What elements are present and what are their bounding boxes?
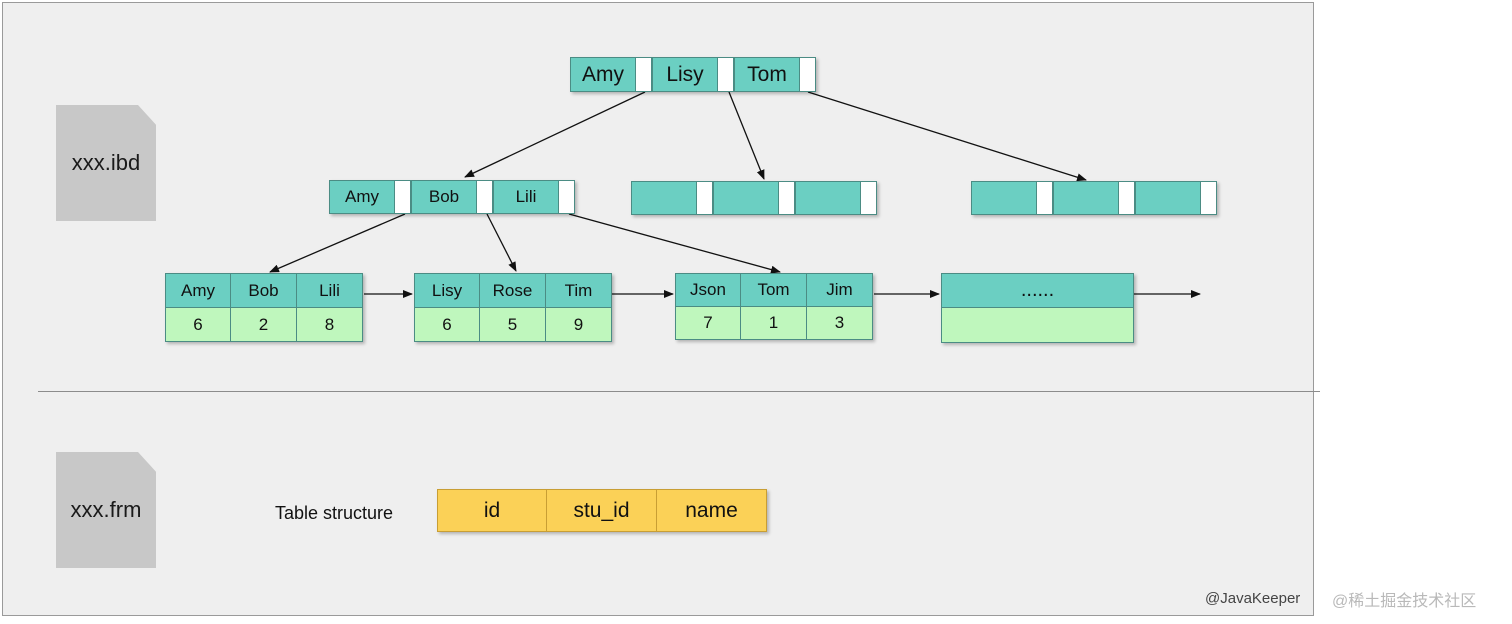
leaf-value: 2 xyxy=(231,308,297,342)
column-stu-id: stu_id xyxy=(547,489,657,532)
internal-key: Amy xyxy=(329,180,395,214)
internal-node: Amy Bob Lili xyxy=(329,180,575,214)
root-pointer xyxy=(718,57,734,92)
internal-pointer xyxy=(395,180,411,214)
leaf-key: Rose xyxy=(480,273,546,308)
column-id: id xyxy=(437,489,547,532)
column-name: name xyxy=(657,489,767,532)
leaf-value: 3 xyxy=(807,307,873,340)
author-watermark: @JavaKeeper xyxy=(1205,590,1301,607)
leaf-node-more: ...... xyxy=(941,273,1134,343)
leaf-value-empty xyxy=(941,308,1134,343)
leaf-key: Lili xyxy=(297,273,363,308)
root-to-middle-node-arrow xyxy=(728,91,765,180)
ibd-file-label: xxx.ibd xyxy=(71,150,141,175)
frm-file-label: xxx.frm xyxy=(70,497,142,522)
leaf-key-ellipsis: ...... xyxy=(941,273,1134,308)
leaf-node: Amy Bob Lili 6 2 8 xyxy=(165,273,363,342)
internal-key-empty xyxy=(1135,181,1201,215)
leaf-value: 8 xyxy=(297,308,363,342)
leaf-value: 7 xyxy=(675,307,741,340)
internal-pointer xyxy=(697,181,713,215)
table-structure-row: id stu_id name xyxy=(437,489,767,532)
frm-file-icon: xxx.frm xyxy=(56,452,156,568)
leaf-key: Tom xyxy=(741,273,807,307)
leaf-value: 6 xyxy=(165,308,231,342)
internal-to-leaf2-arrow xyxy=(486,213,517,272)
leaf-key: Jim xyxy=(807,273,873,307)
leaf-value: 1 xyxy=(741,307,807,340)
leaf-value: 5 xyxy=(480,308,546,342)
site-watermark: @稀土掘金技术社区 xyxy=(1332,593,1477,610)
leaf-node: Json Tom Jim 7 1 3 xyxy=(675,273,873,340)
leaf-value: 9 xyxy=(546,308,612,342)
internal-pointer xyxy=(779,181,795,215)
root-key: Tom xyxy=(734,57,800,92)
internal-node-empty xyxy=(971,181,1217,215)
internal-key-empty xyxy=(795,181,861,215)
leaf-key: Lisy xyxy=(414,273,480,308)
ibd-file-icon: xxx.ibd xyxy=(56,105,156,221)
internal-to-leaf1-arrow xyxy=(269,213,406,273)
internal-key-empty xyxy=(1053,181,1119,215)
internal-key-empty xyxy=(631,181,697,215)
table-structure-label: Table structure xyxy=(275,503,394,523)
internal-key-empty xyxy=(971,181,1037,215)
internal-pointer xyxy=(559,180,575,214)
root-pointer xyxy=(636,57,652,92)
internal-pointer xyxy=(1037,181,1053,215)
internal-to-leaf3-arrow xyxy=(568,213,781,274)
root-key: Amy xyxy=(570,57,636,92)
internal-pointer xyxy=(1201,181,1217,215)
internal-node-empty xyxy=(631,181,877,215)
internal-key: Bob xyxy=(411,180,477,214)
root-node: Amy Lisy Tom xyxy=(570,57,816,92)
leaf-value: 6 xyxy=(414,308,480,342)
leaf-key: Tim xyxy=(546,273,612,308)
internal-pointer xyxy=(477,180,493,214)
leaf-key: Json xyxy=(675,273,741,307)
internal-key-empty xyxy=(713,181,779,215)
section-divider xyxy=(38,391,1320,392)
root-pointer xyxy=(800,57,816,92)
leaf-node: Lisy Rose Tim 6 5 9 xyxy=(414,273,612,342)
leaf-key: Bob xyxy=(231,273,297,308)
internal-key: Lili xyxy=(493,180,559,214)
root-key: Lisy xyxy=(652,57,718,92)
internal-pointer xyxy=(861,181,877,215)
root-to-internal-arrow xyxy=(464,91,646,178)
root-to-right-node-arrow xyxy=(807,91,1087,182)
internal-pointer xyxy=(1119,181,1135,215)
leaf-key: Amy xyxy=(165,273,231,308)
